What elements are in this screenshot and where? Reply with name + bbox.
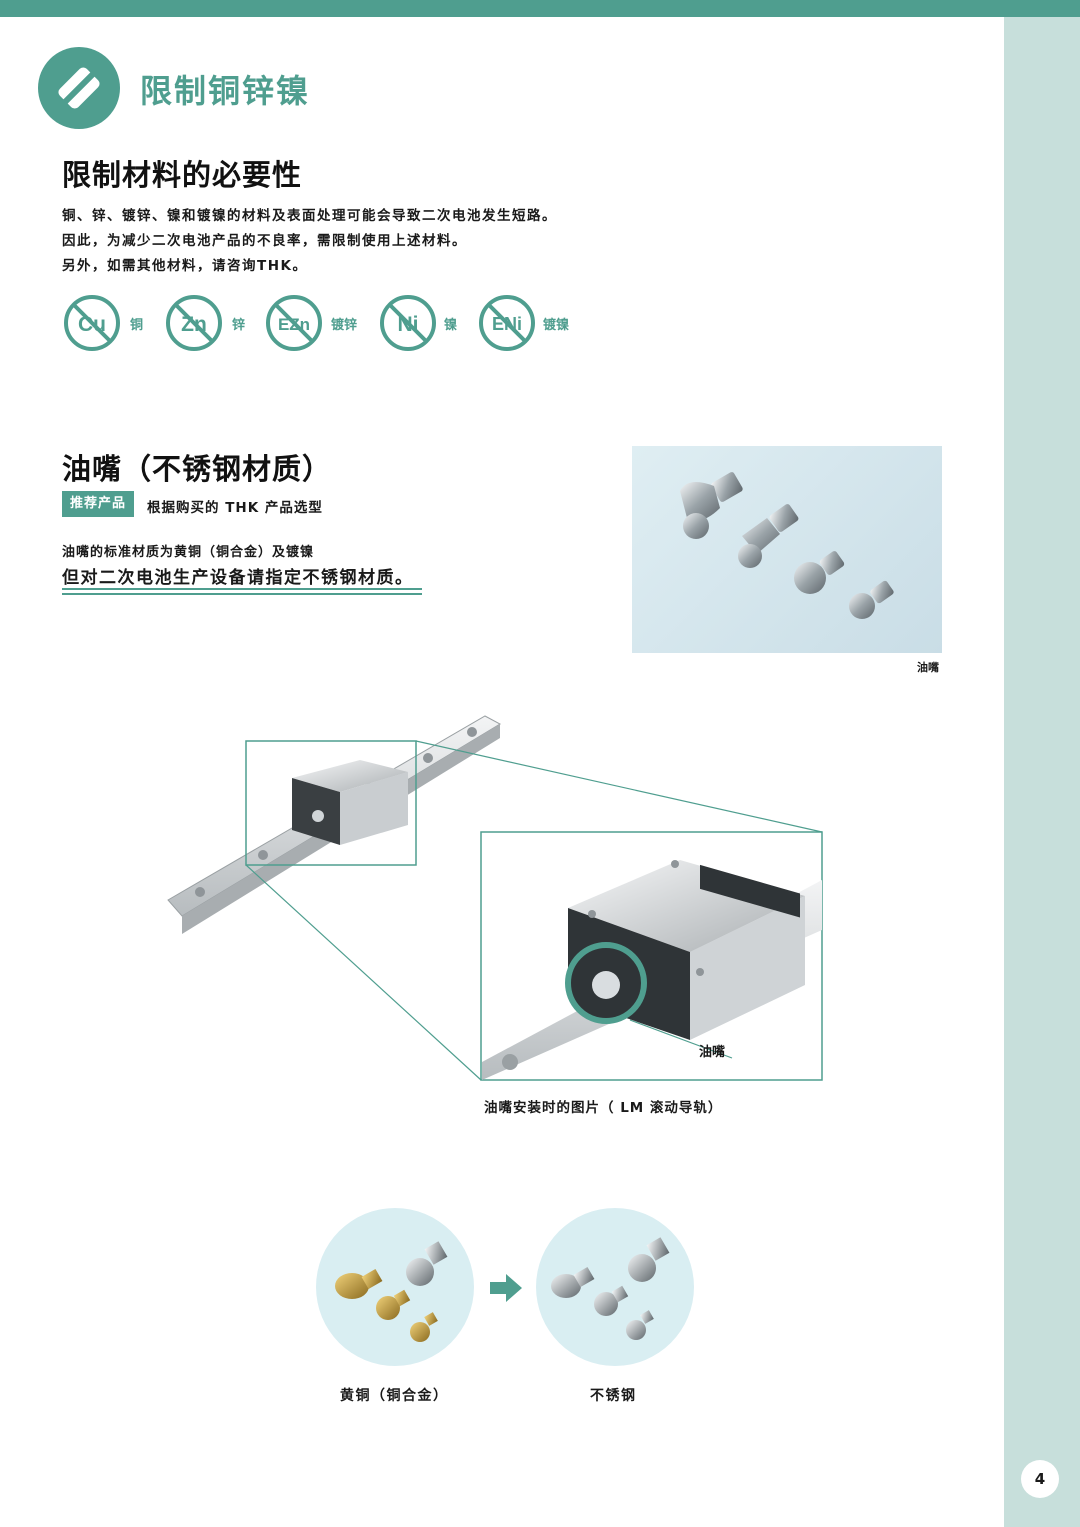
arrow-right-icon (490, 1274, 522, 1306)
stainless-nipple-icon (551, 1266, 595, 1298)
section-title-restriction: 限制材料的必要性 (62, 158, 303, 192)
emphasis-underline (62, 588, 422, 590)
stainless-nipples-circle (536, 1208, 694, 1366)
no-zinc-plating-icon: EZn (266, 295, 322, 351)
guide-block-icon (292, 760, 408, 845)
diagram-caption: 油嘴安装时的图片（ LM 滚动导轨） (484, 1100, 723, 1116)
emphasis-underline (62, 593, 422, 595)
no-nickel-plating-icon: ENi (479, 295, 535, 351)
restricted-materials-row: Cu 铜 Zn 锌 EZn 镀锌 Ni 镍 ENi (62, 293, 622, 353)
recommended-tag: 推荐产品 (62, 491, 134, 517)
paragraph-line-2: 因此，为减少二次电池产品的不良率，需限制使用上述材料。 (62, 233, 467, 249)
material-label: 锌 (232, 318, 246, 333)
grease-nipples-photo (632, 446, 942, 653)
material-label: 镀锌 (331, 318, 358, 333)
page-title: 限制铜锌镍 (140, 72, 311, 110)
paragraph-line-3: 另外，如需其他材料，请咨询THK。 (62, 258, 308, 274)
page-number: 4 (1021, 1460, 1059, 1498)
material-label: 铜 (130, 318, 144, 333)
lm-guide-diagram (160, 700, 830, 1094)
brass-ball-icon (376, 1289, 411, 1320)
material-label: 镀镍 (543, 318, 570, 333)
prohibition-badge-icon (38, 47, 120, 129)
zoom-label: 油嘴 (699, 1045, 726, 1060)
recommended-text: 根据购买的 THK 产品选型 (147, 500, 323, 516)
brass-nipples-circle (316, 1208, 474, 1366)
photo-caption: 油嘴 (917, 661, 939, 674)
paragraph-line-1: 铜、锌、镀锌、镍和镀镍的材料及表面处理可能会导致二次电池发生短路。 (62, 208, 557, 224)
stainless-ball-icon (594, 1285, 629, 1316)
emphasis-text: 但对二次电池生产设备请指定不锈钢材质。 (62, 568, 414, 588)
side-band (1004, 17, 1080, 1527)
no-copper-icon: Cu (64, 295, 120, 351)
stainless-label: 不锈钢 (590, 1388, 637, 1404)
section-title-grease-nipple: 油嘴（不锈钢材质） (62, 452, 333, 486)
elbow-nipple-icon (680, 472, 743, 539)
straight-nipple-icon (738, 504, 799, 568)
no-zinc-icon: Zn (166, 295, 222, 351)
stainless-elbow-icon (628, 1237, 670, 1282)
no-nickel-icon: Ni (380, 295, 436, 351)
brass-small-icon (410, 1312, 438, 1342)
material-label: 镍 (444, 318, 458, 333)
grease-nipple-icon (592, 971, 620, 999)
stainless-small-icon (626, 1310, 654, 1340)
small-nipple-icon (849, 580, 894, 619)
brass-label: 黄铜（铜合金） (340, 1388, 449, 1404)
brass-nipple-icon (335, 1268, 383, 1299)
standard-material-text: 油嘴的标准材质为黄铜（铜合金）及镀镍 (62, 545, 315, 560)
zoom-source-box (245, 740, 417, 866)
steel-elbow-icon (406, 1241, 448, 1286)
ball-nipple-icon (794, 551, 845, 594)
top-accent-bar (0, 0, 1080, 17)
